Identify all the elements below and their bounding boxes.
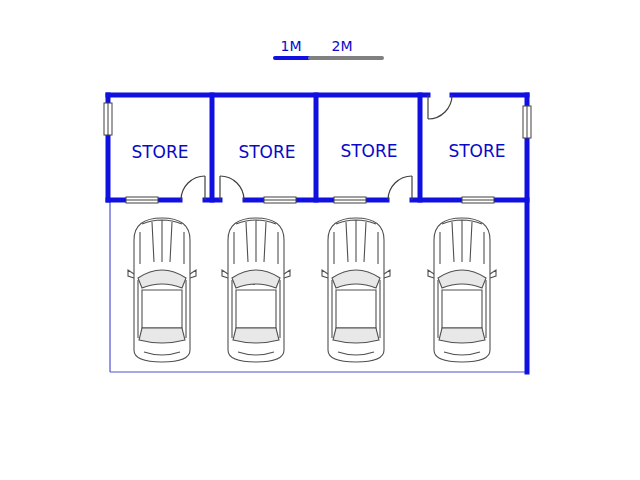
cars [128,218,496,362]
walls [108,95,527,372]
doors [181,95,452,200]
room-name: STORE [448,142,505,161]
room-label-box: STORE [444,140,509,163]
scale-label: 1M [280,39,303,53]
car-symbol [128,218,196,362]
room-name: STORE [238,143,295,162]
room-name: STORE [131,143,188,162]
car-symbol [428,218,496,362]
car-symbol [322,218,390,362]
car-symbol [222,218,290,362]
room-label-box: STORE [127,141,192,164]
room-label-box: STORE [234,141,299,164]
scale-label: 2M [331,39,354,53]
windows [104,103,531,203]
room-label-box: STORE [336,140,401,163]
scale-bar [275,58,382,59]
room-name: STORE [340,142,397,161]
thin-walls [110,200,527,372]
